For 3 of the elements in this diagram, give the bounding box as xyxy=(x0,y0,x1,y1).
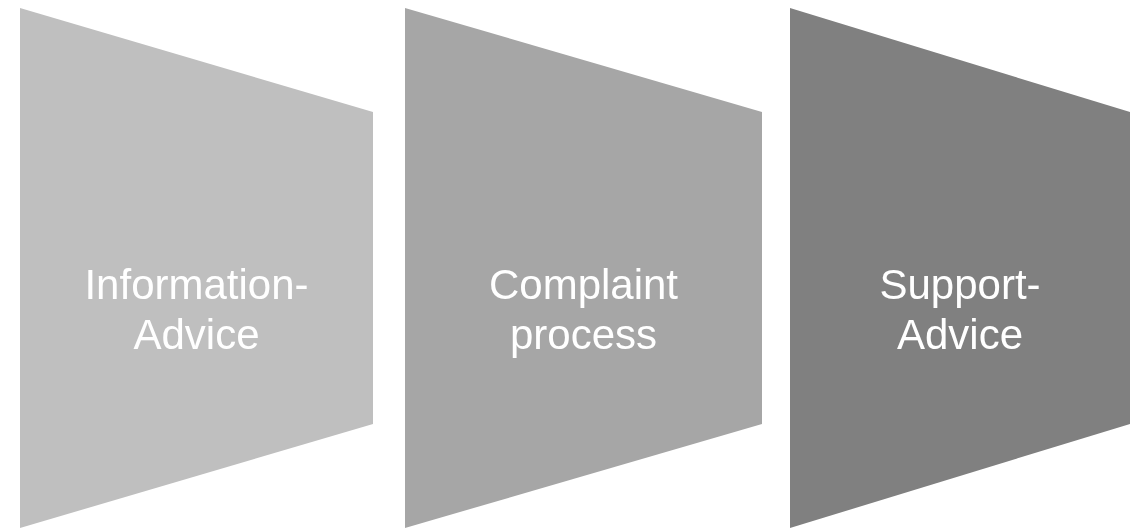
node-label: Complaint process xyxy=(487,260,680,361)
node-label: Support- Advice xyxy=(878,260,1042,361)
node-label: Information- Advice xyxy=(83,260,310,361)
